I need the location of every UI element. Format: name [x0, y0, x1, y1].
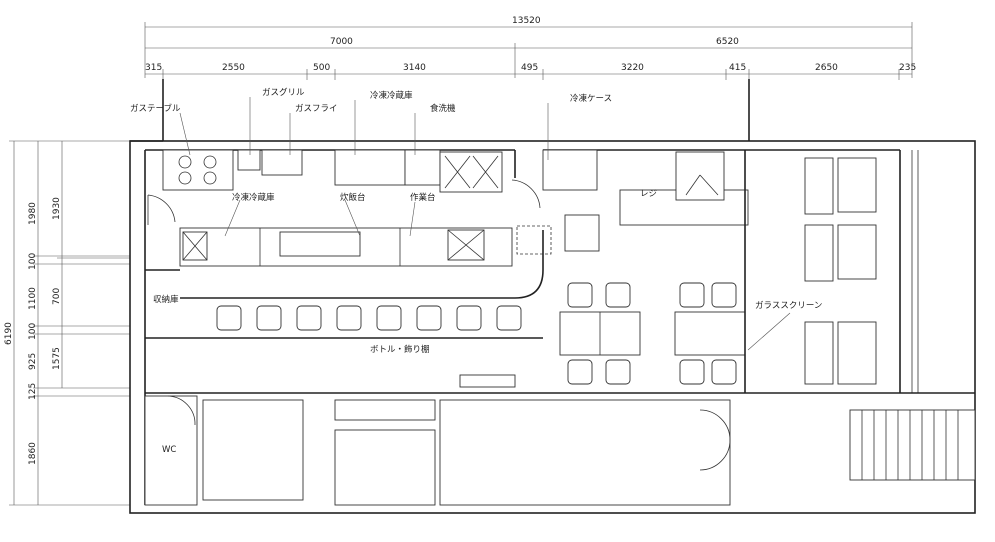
gas-grill — [237, 149, 261, 171]
dim-total-height: 6190 — [4, 322, 14, 345]
stool — [416, 305, 442, 331]
hidden-fixture — [516, 225, 552, 255]
room-b — [334, 429, 436, 506]
label-work-counter: 作業台 — [410, 192, 436, 203]
pillar — [564, 214, 600, 252]
label-fridge-freezer-top: 冷凍冷蔵庫 — [370, 90, 413, 101]
dim-left-2: 100 — [28, 253, 38, 270]
top-dimensions: 13520 7000 6520 315 2550 500 3140 495 32… — [144, 16, 916, 80]
label-freezer-case: 冷凍ケース — [570, 93, 612, 104]
gas-table — [162, 149, 234, 191]
fridge-freezer-top — [334, 149, 406, 186]
dim-seg-5: 495 — [521, 63, 538, 73]
dim-total-width: 13520 — [512, 16, 541, 26]
label-wc: WC — [162, 445, 176, 455]
dim-right-span: 6520 — [716, 37, 739, 47]
label-cooking-counter: 炊飯台 — [340, 192, 366, 203]
dim-seg-3: 500 — [313, 63, 330, 73]
dim-left-1: 1980 — [28, 202, 38, 225]
stool — [496, 305, 522, 331]
leader-lines — [179, 97, 549, 237]
dim-inner-2: 700 — [52, 288, 62, 305]
dim-seg-9: 235 — [899, 63, 916, 73]
dining-table — [674, 311, 746, 356]
label-fridge-freezer-bottom: 冷凍冷蔵庫 — [232, 192, 275, 203]
booth-table — [837, 224, 877, 280]
booth-table — [837, 157, 877, 213]
dim-left-6: 125 — [28, 383, 38, 400]
stool — [296, 305, 322, 331]
burner-icon — [203, 155, 217, 169]
room-b-top — [334, 399, 436, 421]
booth-seat — [804, 157, 834, 215]
label-gas-fryer: ガスフライ — [295, 103, 338, 114]
label-gas-grill: ガスグリル — [262, 87, 305, 98]
dishwasher — [404, 149, 441, 186]
label-bottle-shelf: ボトル・飾り棚 — [370, 344, 430, 355]
chair — [567, 282, 593, 308]
dim-seg-4: 3140 — [403, 63, 426, 73]
kitchen — [145, 149, 544, 299]
dim-inner-1: 1930 — [52, 197, 62, 220]
label-register: レジ — [640, 189, 657, 199]
stool — [216, 305, 242, 331]
dim-seg-7: 415 — [729, 63, 746, 73]
bar-seating — [145, 305, 745, 394]
label-gas-table: ガステーブル — [130, 103, 181, 114]
chair — [711, 282, 737, 308]
staircase — [849, 409, 976, 481]
chair — [605, 359, 631, 385]
booth-seat — [804, 224, 834, 282]
left-dimensions: 6190 1980 100 1100 100 925 125 1860 1930… — [4, 140, 130, 506]
fridge-freezer-bottom — [279, 231, 361, 257]
stool — [376, 305, 402, 331]
dim-left-7: 1860 — [28, 442, 38, 465]
booth-seat — [804, 321, 834, 385]
label-dishwasher: 食洗機 — [430, 103, 456, 114]
dining-area — [516, 149, 975, 394]
burner-icon — [178, 171, 192, 185]
bottle-shelf-unit — [459, 374, 516, 388]
room-a — [202, 399, 304, 501]
dim-left-3: 1100 — [28, 287, 38, 310]
label-glass-screen: ガラススクリーン — [755, 300, 822, 311]
lower-section — [144, 395, 976, 506]
burner-icon — [178, 155, 192, 169]
chair — [567, 359, 593, 385]
chair — [679, 359, 705, 385]
stool — [256, 305, 282, 331]
dim-left-4: 100 — [28, 323, 38, 340]
dim-inner-3: 1575 — [52, 347, 62, 370]
dim-seg-8: 2650 — [815, 63, 838, 73]
chair — [679, 282, 705, 308]
booth-table — [837, 321, 877, 385]
dim-seg-1: 315 — [145, 63, 162, 73]
freezer-case — [542, 149, 598, 191]
burner-icon — [203, 171, 217, 185]
register-cabinet — [675, 151, 725, 201]
labels: ガステーブル ガスグリル ガスフライ 冷凍冷蔵庫 食洗機 冷凍ケース レジ 冷凍… — [130, 87, 822, 455]
dim-seg-6: 3220 — [621, 63, 644, 73]
sink-unit — [439, 151, 503, 193]
dim-left-span: 7000 — [330, 37, 353, 47]
room-c — [439, 399, 731, 506]
chair — [605, 282, 631, 308]
dim-seg-2: 2550 — [222, 63, 245, 73]
label-storage: 収納庫 — [153, 294, 179, 305]
chair — [711, 359, 737, 385]
gas-fryer — [261, 149, 303, 176]
stool — [456, 305, 482, 331]
dim-left-5: 925 — [28, 353, 38, 370]
stool — [336, 305, 362, 331]
wc-room — [144, 395, 198, 506]
